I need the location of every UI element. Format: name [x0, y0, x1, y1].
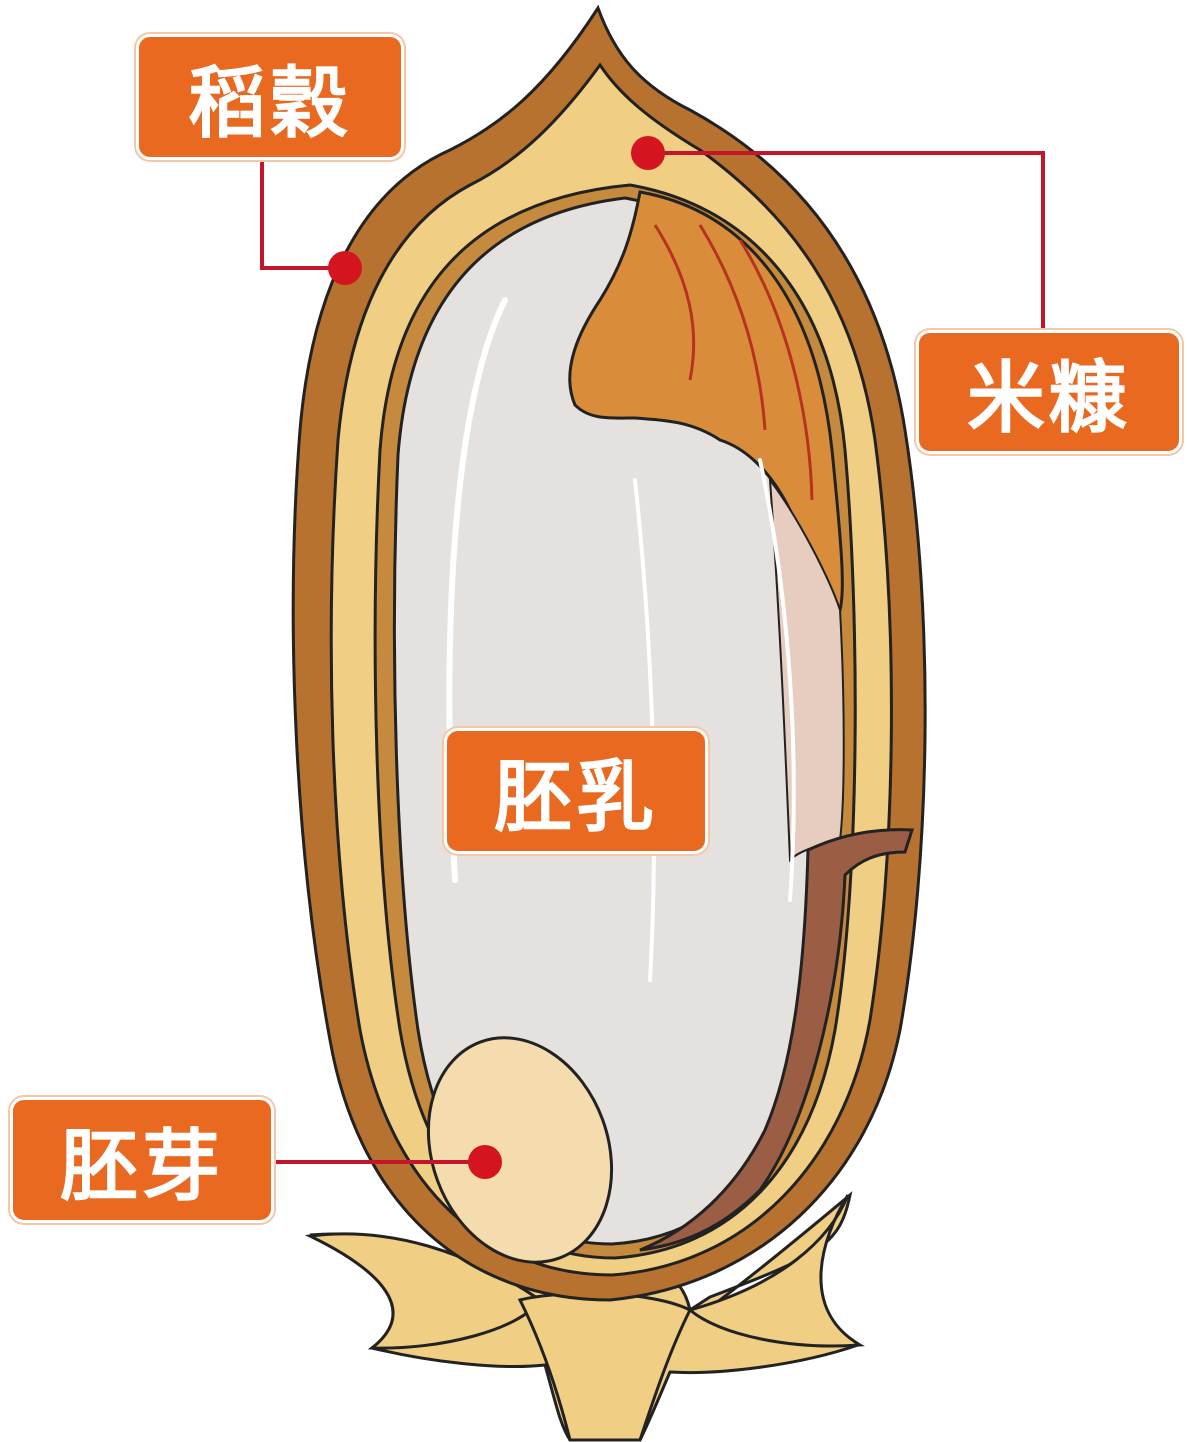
- label-endosperm: 胚乳: [444, 728, 708, 854]
- label-husk: 稻穀: [136, 34, 404, 160]
- marker-dot-germ: [468, 1145, 502, 1179]
- marker-dot-bran: [631, 136, 665, 170]
- leader-line-husk: [262, 155, 345, 268]
- label-bran: 米糠: [916, 330, 1182, 454]
- marker-dot-husk: [328, 251, 362, 285]
- label-germ: 胚芽: [10, 1097, 274, 1223]
